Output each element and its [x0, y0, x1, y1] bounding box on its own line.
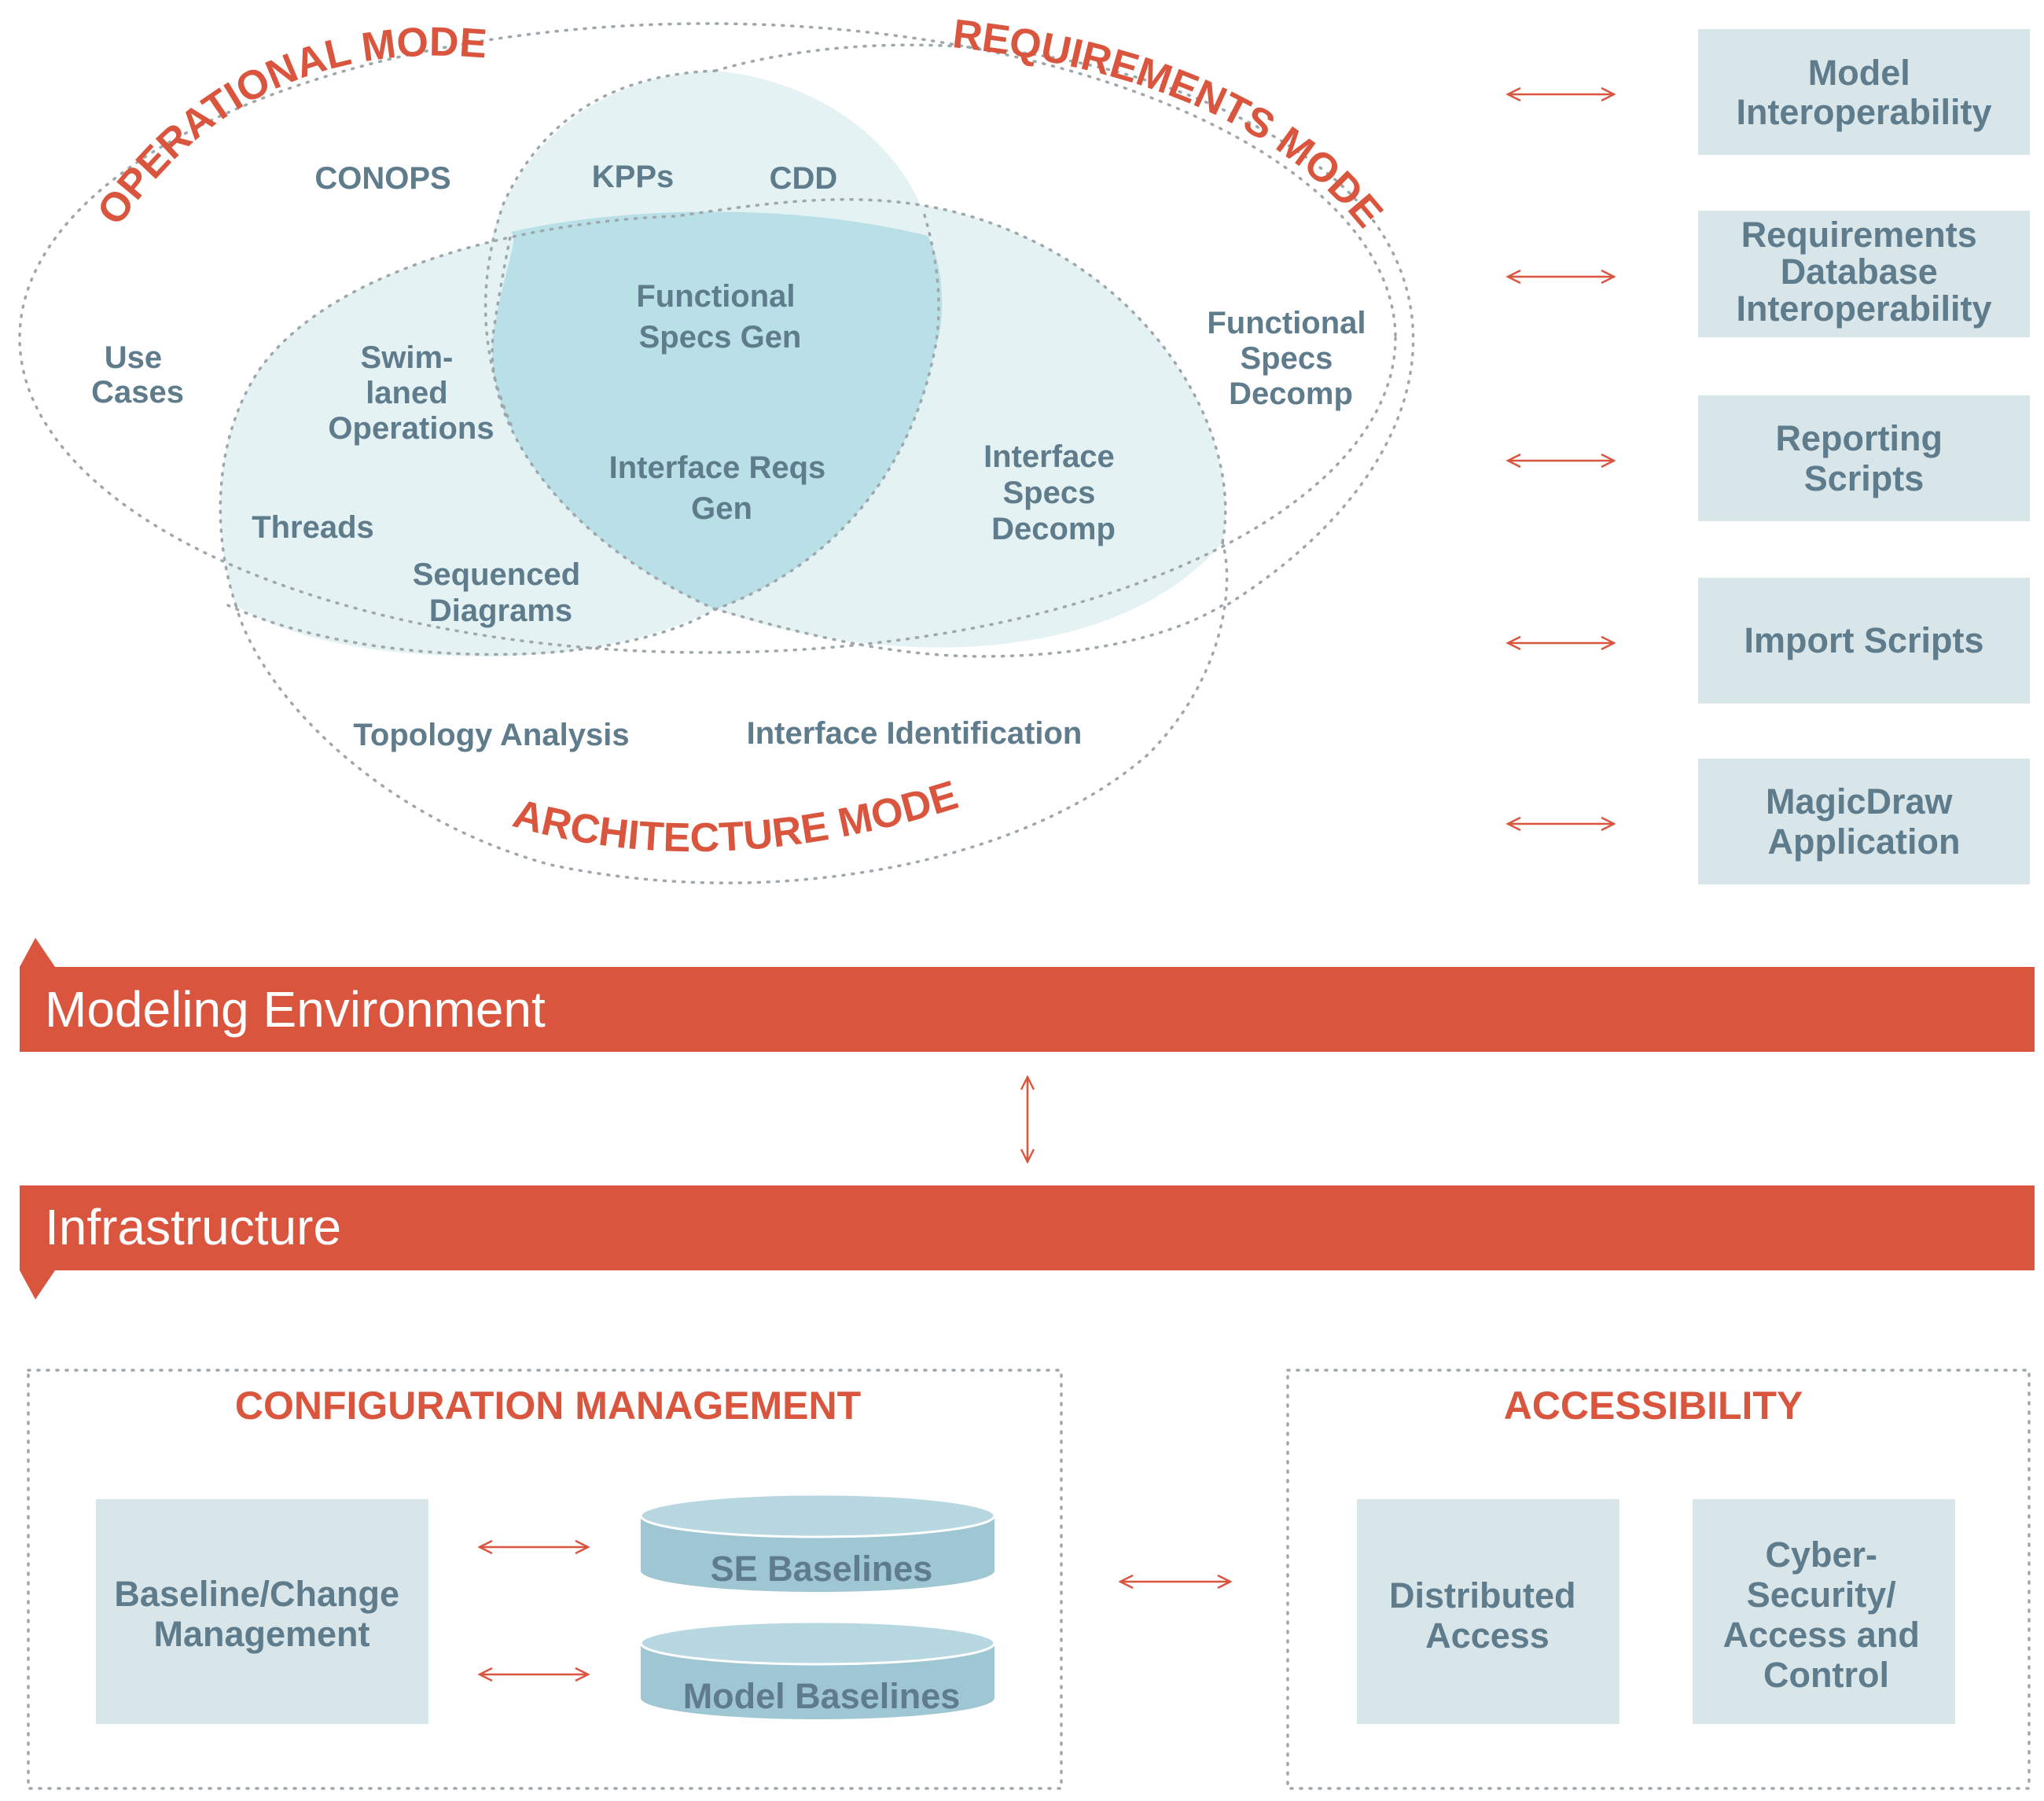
tool-box-requirements-database-interoperability: Requirements Database Interoperability: [1698, 211, 2030, 337]
venn-diagram: OPERATIONAL MODEL REQUIREMENTS MODEL ARC…: [0, 0, 1415, 884]
accessibility-title: ACCESSIBILITY: [1504, 1384, 1803, 1428]
svg-text:Model Baselines: Model Baselines: [683, 1676, 961, 1716]
infrastructure-band: Infrastructure: [20, 1185, 2035, 1299]
core-intersection-region: [492, 211, 943, 609]
use-cases-label: Use Cases: [91, 340, 184, 410]
accessibility-panel: ACCESSIBILITY Distributed Access Cyber- …: [1286, 1369, 2031, 1790]
svg-text:Modeling Environment: Modeling Environment: [45, 981, 546, 1038]
baseline-change-management-box: Baseline/Change Management: [96, 1499, 428, 1724]
model-baselines-database: Model Baselines: [639, 1620, 996, 1719]
svg-text:Infrastructure: Infrastructure: [45, 1199, 341, 1255]
kpps-label: KPPs: [592, 160, 675, 194]
svg-text:Distributed Access: Distributed Access: [1389, 1575, 1586, 1656]
tool-column: Model Interoperability Requirements Data…: [1508, 29, 2030, 884]
svg-text:Import Scripts: Import Scripts: [1744, 620, 1983, 660]
lower-inner-edge: [226, 604, 1224, 658]
functional-specs-gen-label: Functional Specs Gen: [636, 279, 803, 355]
requirements-model-ellipse: [714, 43, 1415, 607]
core-intersection-outline: [491, 211, 940, 611]
interface-reqs-gen-label: Interface Reqs Gen: [609, 450, 835, 526]
svg-text:Reporting Scripts: Reporting Scripts: [1776, 418, 1953, 498]
distributed-access-box: Distributed Access: [1357, 1499, 1619, 1724]
svg-text:Model Interoperability: Model Interoperability: [1736, 53, 1991, 132]
svg-text:SE Baselines: SE Baselines: [711, 1549, 933, 1589]
tool-box-model-interoperability: Model Interoperability: [1698, 29, 2030, 155]
svg-text:Baseline/Change Manage: Baseline/Change Management: [114, 1574, 409, 1654]
architecture-model-top-edge: [219, 198, 1227, 607]
svg-text:MagicDraw Application: MagicDraw Application: [1766, 781, 1962, 862]
operational-model-ellipse: [18, 22, 1397, 654]
operational-model-title: OPERATIONAL MODEL: [0, 0, 488, 233]
cdd-label: CDD: [770, 161, 838, 196]
tool-box-import-scripts: Import Scripts: [1698, 578, 2030, 704]
configuration-management-panel: CONFIGURATION MANAGEMENT Baseline/Change…: [27, 1369, 1063, 1790]
swimlaned-operations-label: Swim- laned Operations: [328, 340, 494, 446]
svg-text:Requirements Database: Requirements Database Interoperability: [1736, 215, 1991, 329]
architecture-model-ellipse: [234, 541, 1229, 884]
tool-box-reporting-scripts: Reporting Scripts: [1698, 395, 2030, 521]
interface-identification-label: Interface Identification: [747, 716, 1083, 751]
requirements-model-inner-edge: [483, 69, 717, 426]
functional-specs-decomp-label: Functional Specs Decomp: [1207, 306, 1374, 411]
tool-box-magicdraw-application: MagicDraw Application: [1698, 759, 2030, 884]
modeling-environment-band: Modeling Environment: [20, 938, 2035, 1052]
sequenced-diagrams-label: Sequenced Diagrams: [413, 557, 590, 628]
conops-label: CONOPS: [314, 161, 450, 196]
interface-specs-decomp-label: Interface Specs Decomp: [983, 439, 1123, 546]
cyber-security-box: Cyber- Security/ Access and Control: [1693, 1499, 1955, 1724]
threads-label: Threads: [252, 510, 374, 545]
topology-analysis-label: Topology Analysis: [353, 718, 629, 752]
se-baselines-database: SE Baselines: [639, 1493, 996, 1592]
svg-text:Cyber- Security/: Cyber- Security/ Access and Control: [1723, 1535, 1930, 1695]
configuration-management-title: CONFIGURATION MANAGEMENT: [235, 1384, 861, 1428]
